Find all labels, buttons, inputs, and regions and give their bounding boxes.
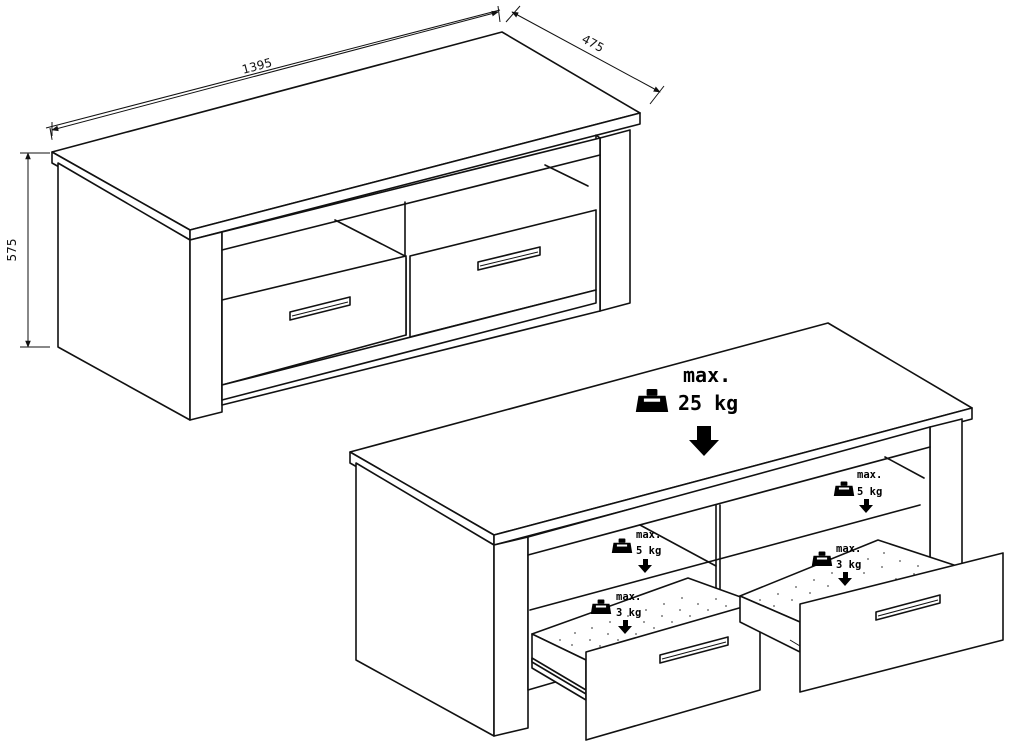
dimension-height-label: 575 <box>5 239 19 262</box>
arrow-down-icon <box>859 499 873 513</box>
open-drawer-right <box>739 539 1004 693</box>
unit-handle-right <box>477 246 541 271</box>
drawer-left-handle <box>659 636 729 664</box>
load-shelf-right-line1: max. <box>857 469 882 481</box>
open-left-leg <box>493 536 529 737</box>
load-label-shelf-right: max. 5 kg <box>833 469 882 513</box>
open-drawer-left <box>531 577 761 741</box>
load-label-drawer-left: max. 3 kg <box>590 591 641 634</box>
drawer-left-front <box>585 601 761 741</box>
load-top-line2: 25 kg <box>678 391 738 415</box>
load-drawer-right-line1: max. <box>836 543 861 555</box>
arrow-down-icon <box>618 620 632 634</box>
drawer-right-handle <box>875 594 941 621</box>
drawer-right-front <box>799 552 1004 693</box>
unit-left-leg <box>189 231 223 421</box>
open-right-leg <box>929 418 963 574</box>
unit-handle-left <box>289 296 351 321</box>
open-top-slab <box>349 322 973 546</box>
dimension-height: 575 <box>5 152 50 348</box>
unit-drawer-left <box>221 255 407 386</box>
load-shelf-right-line2: 5 kg <box>857 486 882 498</box>
unit-closed-view <box>51 31 641 421</box>
load-shelf-left-line2: 5 kg <box>636 545 661 557</box>
load-label-shelf-left: max. 5 kg <box>611 529 661 573</box>
load-top-line1: max. <box>683 363 731 387</box>
load-drawer-left-line2: 3 kg <box>616 607 641 619</box>
dimension-depth-label: 475 <box>580 32 607 55</box>
load-label-top: max. 25 kg <box>635 363 738 456</box>
unit-right-leg <box>599 129 631 312</box>
load-shelf-left-line1: max. <box>636 529 661 541</box>
arrow-down-icon <box>838 572 852 586</box>
arrow-down-icon <box>689 426 719 456</box>
dimension-width: 1395 <box>45 5 501 140</box>
arrow-down-icon <box>638 559 652 573</box>
load-drawer-right-line2: 3 kg <box>836 559 861 571</box>
load-label-drawer-right: max. 3 kg <box>811 543 861 586</box>
load-drawer-left-line1: max. <box>616 591 641 603</box>
